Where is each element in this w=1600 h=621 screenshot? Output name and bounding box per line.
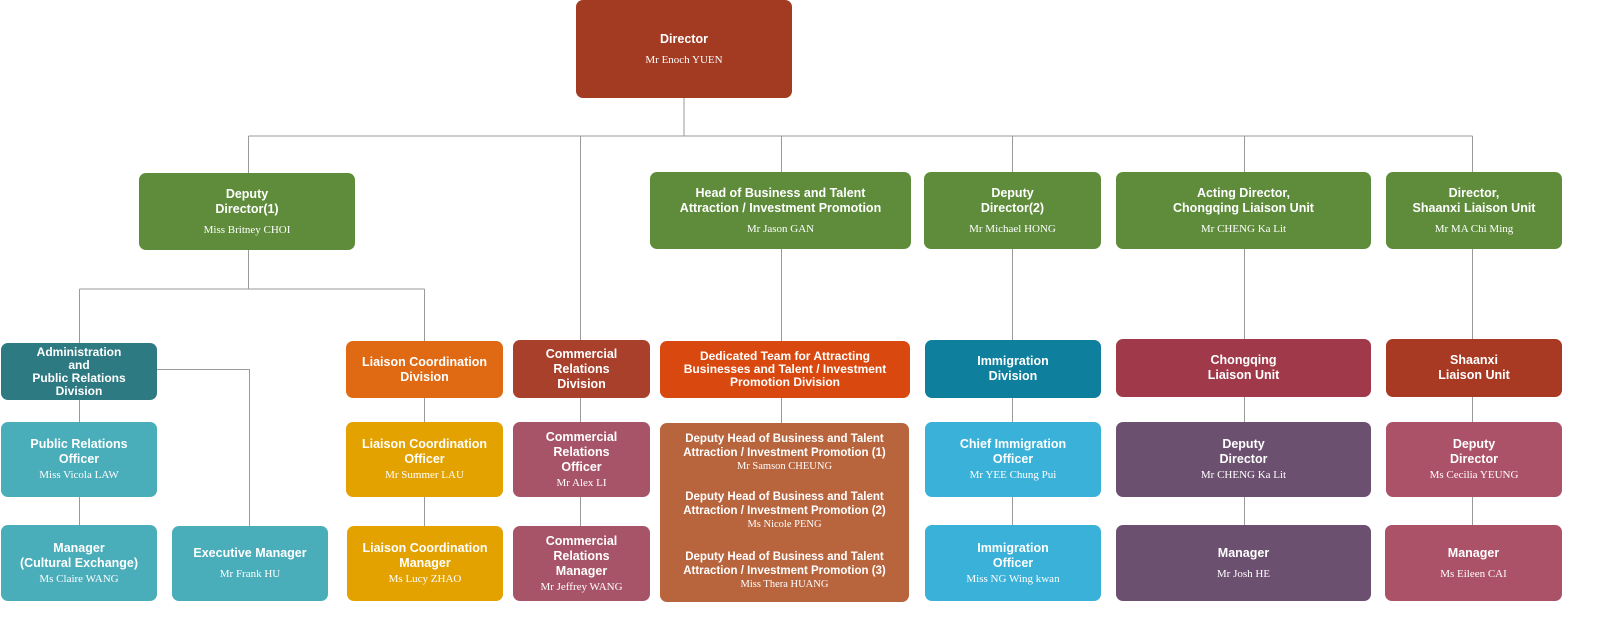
immigration-division-box: Immigration Division xyxy=(925,340,1101,398)
liaison-officer-box: Liaison Coordination Officer Mr Summer L… xyxy=(346,422,503,497)
shaanxi-deputy-director-name: Ms Cecilia YEUNG xyxy=(1429,469,1519,481)
commercial-relations-division-box: Commercial Relations Division xyxy=(513,340,650,398)
dedicated-deputy-head-2-name: Ms Nicole PENG xyxy=(747,518,822,530)
head-business-talent-box: Head of Business and Talent Attraction /… xyxy=(650,172,911,249)
shaanxi-liaison-unit-box: Shaanxi Liaison Unit xyxy=(1386,339,1562,397)
director-title: Director xyxy=(660,31,708,46)
pr-officer-title: Public Relations Officer xyxy=(30,437,128,466)
executive-manager-name: Mr Frank HU xyxy=(219,568,281,580)
dedicated-deputy-head-2-box: Deputy Head of Business and Talent Attra… xyxy=(660,481,909,539)
shaanxi-liaison-unit-title: Shaanxi Liaison Unit xyxy=(1438,353,1510,382)
commercial-officer-title: Commercial Relations Officer xyxy=(545,429,618,474)
dedicated-team-division-title: Dedicated Team for Attracting Businesses… xyxy=(683,349,887,389)
director-shaanxi-name: Mr MA Chi Ming xyxy=(1434,222,1514,235)
chief-immigration-officer-box: Chief Immigration Officer Mr YEE Chung P… xyxy=(925,422,1101,497)
pr-officer-box: Public Relations Officer Miss Vicola LAW xyxy=(1,422,157,497)
head-business-talent-title: Head of Business and Talent Attraction /… xyxy=(679,185,882,215)
deputy-director-1-box: Deputy Director(1) Miss Britney CHOI xyxy=(139,173,355,250)
dedicated-deputy-head-2-title: Deputy Head of Business and Talent Attra… xyxy=(683,490,886,517)
dedicated-deputy-head-3-title: Deputy Head of Business and Talent Attra… xyxy=(683,551,886,577)
chongqing-deputy-director-name: Mr CHENG Ka Lit xyxy=(1200,469,1287,481)
chongqing-liaison-unit-box: Chongqing Liaison Unit xyxy=(1116,339,1371,397)
connector-deputy1-to-divisions xyxy=(79,250,425,343)
admin-pr-division-box: Administration and Public Relations Divi… xyxy=(1,343,157,400)
deputy-director-2-box: Deputy Director(2) Mr Michael HONG xyxy=(924,172,1101,249)
commercial-relations-division-title: Commercial Relations Division xyxy=(545,346,618,391)
shaanxi-manager-name: Ms Eileen CAI xyxy=(1440,567,1507,580)
liaison-officer-title: Liaison Coordination Officer xyxy=(362,437,487,466)
admin-pr-division-title: Administration and Public Relations Divi… xyxy=(32,344,126,398)
dedicated-deputy-head-1-box: Deputy Head of Business and Talent Attra… xyxy=(660,423,909,481)
shaanxi-manager-title: Manager xyxy=(1447,545,1500,560)
acting-director-chongqing-title: Acting Director, Chongqing Liaison Unit xyxy=(1173,185,1314,215)
shaanxi-deputy-director-title: Deputy Director xyxy=(1450,437,1498,466)
dedicated-deputy-head-1-title: Deputy Head of Business and Talent Attra… xyxy=(683,432,886,459)
manager-cultural-exchange-name: Ms Claire WANG xyxy=(39,572,119,585)
chongqing-deputy-director-title: Deputy Director xyxy=(1219,437,1268,466)
dedicated-deputy-head-3-name: Miss Thera HUANG xyxy=(740,579,829,590)
liaison-manager-name: Ms Lucy ZHAO xyxy=(388,573,462,585)
deputy-director-2-name: Mr Michael HONG xyxy=(969,222,1056,235)
deputy-director-1-title: Deputy Director(1) xyxy=(215,186,279,216)
chongqing-manager-name: Mr Josh HE xyxy=(1216,567,1271,580)
commercial-officer-box: Commercial Relations Officer Mr Alex LI xyxy=(513,422,650,497)
immigration-officer-box: Immigration Officer Miss NG Wing kwan xyxy=(925,525,1101,601)
shaanxi-manager-box: Manager Ms Eileen CAI xyxy=(1385,525,1562,601)
deputy-director-2-title: Deputy Director(2) xyxy=(980,185,1045,215)
liaison-officer-name: Mr Summer LAU xyxy=(385,469,464,481)
liaison-coordination-division-title: Liaison Coordination Division xyxy=(362,354,487,384)
manager-cultural-exchange-box: Manager (Cultural Exchange) Ms Claire WA… xyxy=(1,525,157,601)
commercial-manager-name: Mr Jeffrey WANG xyxy=(540,580,623,593)
deputy-director-1-name: Miss Britney CHOI xyxy=(203,223,291,236)
connector-director-to-deputies xyxy=(248,98,1473,340)
chongqing-liaison-unit-title: Chongqing Liaison Unit xyxy=(1207,353,1280,382)
shaanxi-deputy-director-box: Deputy Director Ms Cecilia YEUNG xyxy=(1386,422,1562,497)
chongqing-manager-box: Manager Mr Josh HE xyxy=(1116,525,1371,601)
liaison-manager-box: Liaison Coordination Manager Ms Lucy ZHA… xyxy=(347,526,503,601)
commercial-officer-name: Mr Alex LI xyxy=(556,476,607,489)
immigration-division-title: Immigration Division xyxy=(977,354,1049,383)
manager-cultural-exchange-title: Manager (Cultural Exchange) xyxy=(19,540,139,570)
chongqing-manager-title: Manager xyxy=(1217,545,1270,560)
dedicated-deputy-head-1-name: Mr Samson CHEUNG xyxy=(736,460,833,472)
director-shaanxi-title: Director, Shaanxi Liaison Unit xyxy=(1412,185,1536,215)
dedicated-team-division-box: Dedicated Team for Attracting Businesses… xyxy=(660,341,910,398)
acting-director-chongqing-name: Mr CHENG Ka Lit xyxy=(1200,222,1287,235)
dedicated-deputy-head-3-box: Deputy Head of Business and Talent Attra… xyxy=(660,539,909,602)
director-shaanxi-box: Director, Shaanxi Liaison Unit Mr MA Chi… xyxy=(1386,172,1562,249)
executive-manager-title: Executive Manager xyxy=(193,546,307,560)
director-name: Mr Enoch YUEN xyxy=(645,53,723,66)
commercial-manager-box: Commercial Relations Manager Mr Jeffrey … xyxy=(513,526,650,601)
director-box: Director Mr Enoch YUEN xyxy=(576,0,792,98)
connector-admin-branch xyxy=(79,369,250,526)
liaison-manager-title: Liaison Coordination Manager xyxy=(362,541,488,570)
executive-manager-box: Executive Manager Mr Frank HU xyxy=(172,526,328,601)
commercial-manager-title: Commercial Relations Manager xyxy=(545,533,618,578)
chief-immigration-officer-title: Chief Immigration Officer xyxy=(959,437,1067,466)
immigration-officer-name: Miss NG Wing kwan xyxy=(966,572,1060,585)
pr-officer-name: Miss Vicola LAW xyxy=(39,469,119,481)
chief-immigration-officer-name: Mr YEE Chung Pui xyxy=(969,469,1057,481)
acting-director-chongqing-box: Acting Director, Chongqing Liaison Unit … xyxy=(1116,172,1371,249)
immigration-officer-title: Immigration Officer xyxy=(977,540,1049,570)
liaison-coordination-division-box: Liaison Coordination Division xyxy=(346,341,503,398)
chongqing-deputy-director-box: Deputy Director Mr CHENG Ka Lit xyxy=(1116,422,1371,497)
head-business-talent-name: Mr Jason GAN xyxy=(746,222,815,235)
